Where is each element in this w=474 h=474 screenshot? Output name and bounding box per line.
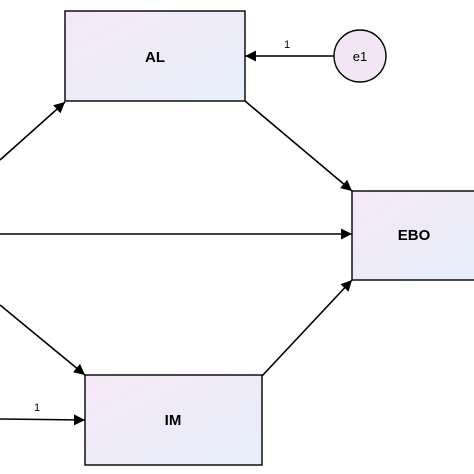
arrow-left-to-al	[0, 101, 66, 161]
node-im-label: IM	[165, 412, 182, 429]
arrow-im-to-ebo	[261, 279, 353, 377]
node-al-box	[64, 10, 246, 102]
node-im: IM	[84, 374, 263, 466]
node-ebo-label: EBO	[398, 227, 431, 244]
node-al-label: AL	[145, 49, 165, 66]
node-e1: e1	[333, 29, 387, 83]
arrow-al-to-ebo	[244, 100, 353, 192]
edge-weight-e1-al: 1	[284, 39, 290, 51]
node-e1-label: e1	[353, 49, 367, 64]
node-ebo-box	[351, 190, 474, 281]
arrow-input-to-im	[0, 414, 86, 426]
node-ebo: EBO	[351, 190, 474, 281]
arrow-left-to-im	[0, 304, 86, 376]
node-im-box	[84, 374, 263, 466]
edge-weight-input-im: 1	[34, 402, 40, 414]
node-al: AL	[64, 10, 246, 102]
node-e1-circle	[333, 29, 387, 83]
